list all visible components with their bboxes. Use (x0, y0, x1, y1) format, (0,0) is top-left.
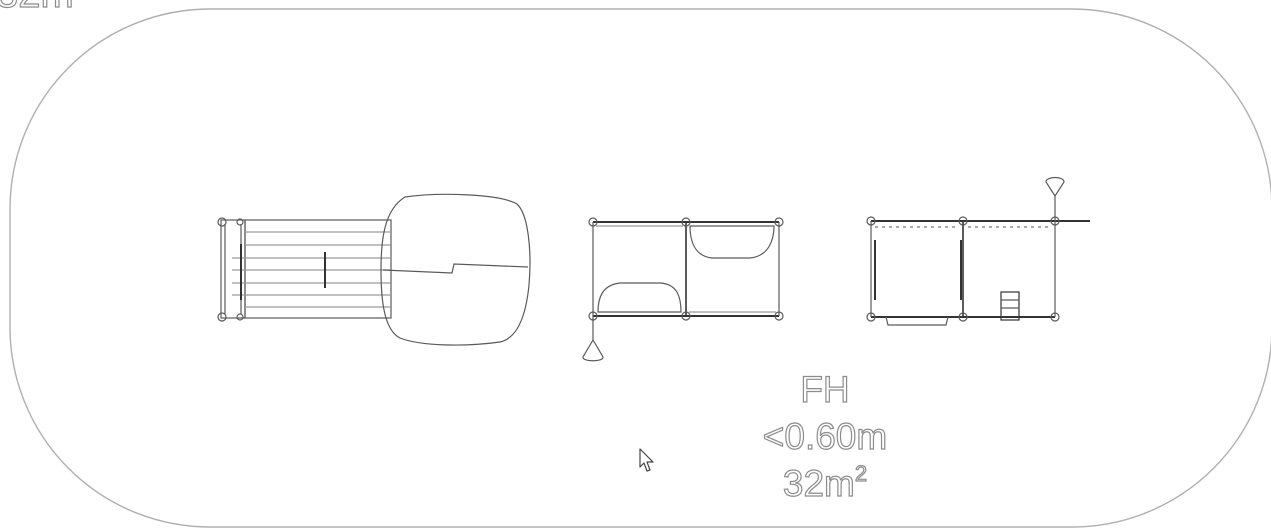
zone-info-label: FH <0.60m 32m2 (752, 366, 898, 507)
zone-area-value: 32m (782, 462, 855, 504)
corner-area-label: 32m (0, 0, 74, 15)
post-marker (217, 217, 227, 227)
post-marker (236, 313, 244, 321)
post-marker (866, 312, 876, 322)
post-marker (866, 216, 876, 226)
zone-area-exponent: 2 (854, 461, 868, 486)
stepping-block (1000, 291, 1020, 321)
post-marker (958, 312, 968, 322)
base-plate (885, 316, 949, 326)
double-bay-unit (582, 217, 784, 362)
post-marker (681, 217, 691, 227)
slide-runout-pad (380, 193, 531, 346)
slide-unit (217, 193, 531, 346)
post-marker (1050, 216, 1060, 226)
slide-chute (244, 219, 392, 319)
post-marker (958, 216, 968, 226)
post-marker (588, 311, 598, 321)
post-marker (774, 311, 784, 321)
safety-zone-outline (9, 8, 1271, 528)
post-marker (217, 312, 227, 322)
post-marker (236, 218, 244, 226)
post-marker (588, 217, 598, 227)
mouse-pointer-icon (639, 448, 654, 472)
hanging-ring (1045, 176, 1065, 198)
net-seat-lower (597, 282, 682, 313)
climbing-unit (866, 176, 1090, 326)
fall-height-type: FH (800, 368, 851, 410)
post-marker (774, 217, 784, 227)
gym-ring (582, 338, 604, 362)
zone-area: 32m2 (752, 460, 898, 507)
fall-height-value: <0.60m (762, 415, 888, 457)
net-seat-upper (689, 225, 775, 259)
post-marker (681, 311, 691, 321)
post-marker (1050, 312, 1060, 322)
